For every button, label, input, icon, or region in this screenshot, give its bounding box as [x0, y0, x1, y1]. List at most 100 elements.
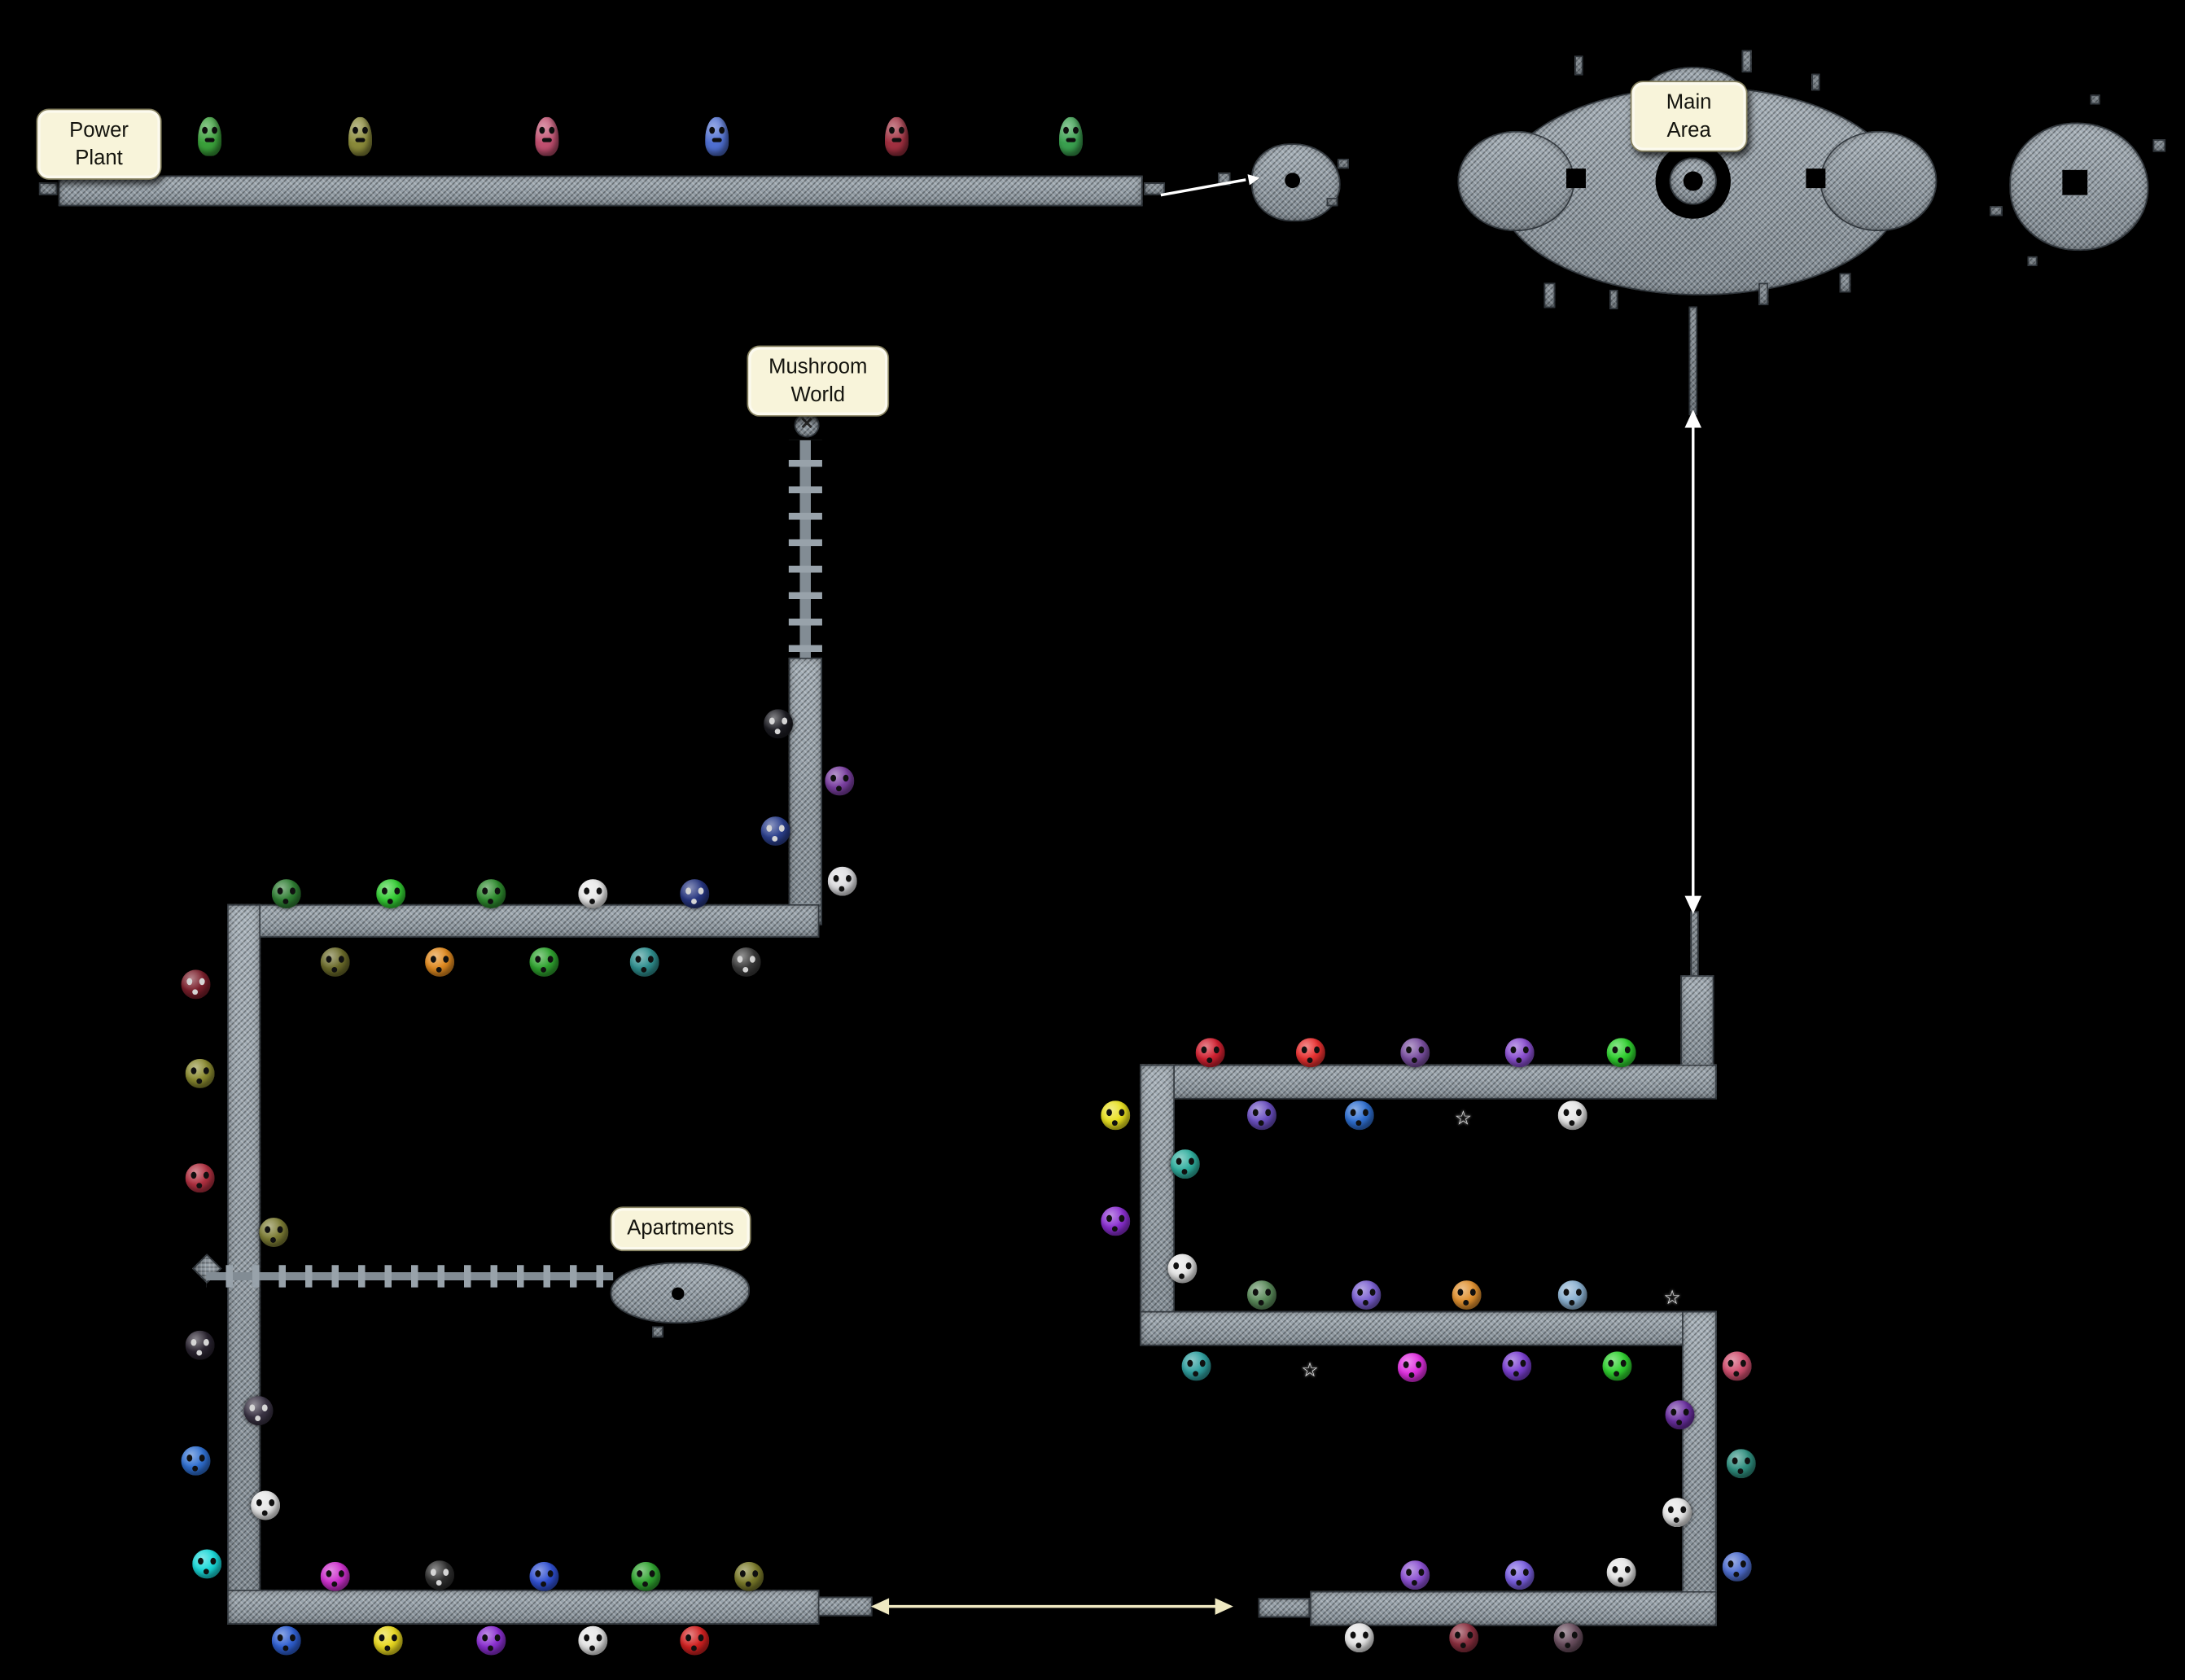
alien-sprite — [734, 1561, 764, 1591]
worker-creature-sprite — [348, 116, 373, 156]
alien-sprite — [1397, 1353, 1427, 1383]
alien-sprite — [181, 1446, 211, 1476]
alien-sprite — [1602, 1351, 1632, 1381]
power-plant-label-line1: Power — [69, 118, 129, 142]
mushroom-world-label-line1: Mushroom — [768, 355, 868, 379]
alien-sprite — [760, 816, 790, 847]
alien-sprite — [1170, 1149, 1200, 1179]
entry-blob-speck — [1218, 173, 1231, 186]
right-maze-top-corridor — [1140, 1064, 1717, 1100]
entry-arrow — [1160, 174, 1260, 197]
corridor-end-speck — [38, 182, 58, 195]
alien-sprite — [259, 1218, 289, 1248]
main-area-dot-right — [1806, 168, 1826, 189]
alien-sprite — [1504, 1560, 1535, 1590]
entry-blob-center — [1285, 173, 1301, 189]
apartments-rail — [206, 1265, 614, 1288]
alien-sprite — [629, 947, 659, 977]
alien-sprite — [181, 969, 211, 1000]
main-area-down-line — [1688, 306, 1697, 416]
entry-blob-speck — [1338, 159, 1349, 169]
mushroom-ladder — [788, 440, 822, 663]
worker-creature-sprite — [705, 116, 729, 156]
alien-sprite — [185, 1163, 215, 1193]
worker-creature-sprite — [198, 116, 222, 156]
main-area-link-arrow — [1684, 409, 1702, 914]
blob-fringe — [1839, 273, 1851, 293]
blob-fringe — [1544, 282, 1556, 308]
main-area-blob-wing-right — [1819, 130, 1938, 232]
entry-blob-speck — [1326, 198, 1338, 207]
power-plant-corridor — [58, 175, 1143, 207]
alien-sprite — [578, 1625, 608, 1656]
glyph-sprite: ☆ — [1301, 1358, 1319, 1381]
alien-sprite — [1195, 1038, 1225, 1068]
alien-sprite — [425, 1560, 455, 1590]
right-maze-right-corridor — [1682, 1310, 1717, 1626]
alien-sprite — [529, 947, 559, 977]
alien-sprite — [1400, 1560, 1430, 1590]
alien-sprite — [320, 947, 350, 977]
alien-sprite — [631, 1561, 661, 1591]
alien-sprite — [1400, 1038, 1430, 1068]
alien-sprite — [1502, 1351, 1532, 1381]
corridor-end-speck — [1144, 182, 1166, 195]
alien-sprite — [425, 947, 455, 977]
glyph-sprite: ☆ — [1663, 1285, 1681, 1309]
alien-sprite — [476, 1625, 506, 1656]
worker-creature-sprite — [1058, 116, 1084, 156]
alien-sprite — [1452, 1280, 1482, 1310]
left-maze-bottom-corridor — [227, 1590, 820, 1625]
alien-sprite — [373, 1625, 403, 1656]
alien-sprite — [1606, 1038, 1636, 1068]
alien-sprite — [1449, 1623, 1479, 1653]
lower-link-arrow — [870, 1598, 1233, 1615]
worker-creature-sprite — [535, 116, 559, 156]
alien-sprite — [1181, 1351, 1211, 1381]
apartments-blob-center — [672, 1287, 685, 1301]
left-maze-top-corridor — [227, 903, 820, 938]
blob-fringe — [1741, 50, 1752, 73]
alien-sprite — [1344, 1623, 1374, 1653]
alien-sprite — [1101, 1100, 1131, 1131]
alien-sprite — [1247, 1280, 1276, 1310]
alien-sprite — [1722, 1351, 1752, 1381]
blob-fringe — [2152, 139, 2166, 152]
alien-sprite — [1504, 1038, 1535, 1068]
alien-sprite — [320, 1561, 350, 1591]
main-area-down-line — [1690, 911, 1699, 982]
alien-sprite — [529, 1561, 559, 1591]
main-area-label-line2: Area — [1666, 117, 1711, 142]
alien-sprite — [1101, 1206, 1131, 1236]
alien-sprite — [825, 766, 855, 796]
worker-creature-sprite — [884, 116, 909, 156]
alien-sprite — [1726, 1449, 1756, 1479]
alien-sprite — [1557, 1100, 1587, 1131]
main-area-eye-pupil — [1683, 171, 1703, 191]
blob-fringe — [1758, 282, 1769, 305]
alien-sprite — [1606, 1557, 1636, 1587]
right-maze-left-corridor — [1140, 1064, 1175, 1346]
right-maze-bottom-corridor — [1310, 1590, 1717, 1626]
main-area-label: Main Area — [1630, 81, 1748, 152]
blob-fringe — [1574, 55, 1583, 76]
mushroom-world-label-line2: World — [790, 382, 846, 406]
right-maze-bottom-stub — [1258, 1598, 1311, 1618]
alien-sprite — [680, 1625, 710, 1656]
power-plant-label: Power Plant — [36, 108, 162, 180]
alien-sprite — [827, 866, 857, 896]
alien-sprite — [1344, 1100, 1374, 1131]
blob-fringe — [1811, 73, 1820, 91]
blob-fringe — [652, 1326, 663, 1338]
alien-sprite — [1247, 1100, 1276, 1131]
main-area-label-line1: Main — [1666, 90, 1712, 115]
right-maze-middle-corridor — [1140, 1310, 1717, 1346]
mushroom-corridor — [788, 657, 822, 925]
apartments-label-line1: Apartments — [627, 1216, 734, 1240]
main-link-stub — [1680, 975, 1714, 1068]
blob-fringe — [2090, 94, 2100, 105]
alien-sprite — [1557, 1280, 1587, 1310]
apartments-label: Apartments — [610, 1206, 751, 1251]
alien-sprite — [1351, 1280, 1381, 1310]
